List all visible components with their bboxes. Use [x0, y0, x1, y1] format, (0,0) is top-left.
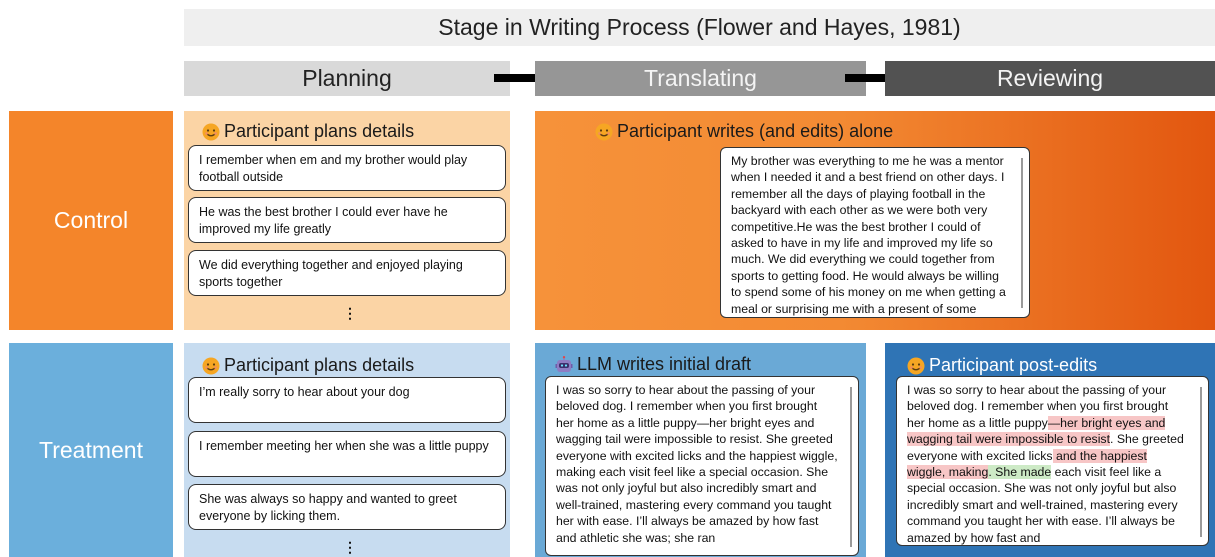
plan-detail-card: I’m really sorry to hear about your dog: [188, 377, 506, 423]
stage-translating: Translating: [535, 61, 866, 96]
panel-title: Participant plans details: [202, 121, 414, 142]
plan-detail-card: I remember when em and my brother would …: [188, 145, 506, 191]
panel-title: Participant writes (and edits) alone: [595, 121, 893, 142]
row-label-treatment: Treatment: [9, 343, 173, 557]
draft-text: I was so sorry to hear about the passing…: [556, 383, 838, 545]
row-label-control: Control: [9, 111, 173, 330]
smiling-face-icon: [202, 357, 220, 375]
scrollbar[interactable]: [1021, 158, 1023, 308]
plan-detail-card: We did everything together and enjoyed p…: [188, 250, 506, 296]
plan-detail-card: She was always so happy and wanted to gr…: [188, 484, 506, 530]
essay-textbox[interactable]: My brother was everything to me he was a…: [720, 147, 1030, 318]
scrollbar[interactable]: [850, 387, 852, 547]
stage-reviewing: Reviewing: [885, 61, 1215, 96]
panel-title: Participant plans details: [202, 355, 414, 376]
treatment-postedit-panel: Participant post-edits I was so sorry to…: [885, 343, 1215, 557]
treatment-planning-panel: Participant plans details I’m really sor…: [184, 343, 510, 557]
vertical-ellipsis-icon: ⋮: [343, 539, 357, 555]
plan-detail-card: He was the best brother I could ever hav…: [188, 197, 506, 243]
inserted-text-highlight: . She made: [988, 465, 1052, 480]
vertical-ellipsis-icon: ⋮: [343, 305, 357, 321]
panel-title: LLM writes initial draft: [555, 354, 751, 375]
stage-planning: Planning: [184, 61, 510, 96]
smiling-face-icon: [907, 357, 925, 375]
smiling-face-icon: [202, 123, 220, 141]
plan-detail-card: I remember meeting her when she was a li…: [188, 431, 506, 477]
postedit-text: I was so sorry to hear about the passing…: [907, 383, 1184, 545]
scrollbar[interactable]: [1200, 387, 1202, 537]
postedit-textbox[interactable]: I was so sorry to hear about the passing…: [896, 376, 1209, 546]
diagram-title: Stage in Writing Process (Flower and Hay…: [184, 9, 1215, 46]
control-planning-panel: Participant plans details I remember whe…: [184, 111, 510, 330]
control-writing-panel: Participant writes (and edits) alone My …: [535, 111, 1215, 330]
robot-icon: [555, 355, 573, 374]
treatment-llm-panel: LLM writes initial draft I was so sorry …: [535, 343, 866, 557]
panel-title: Participant post-edits: [907, 355, 1097, 376]
essay-text: My brother was everything to me he was a…: [731, 154, 1006, 316]
draft-textbox[interactable]: I was so sorry to hear about the passing…: [545, 376, 859, 556]
smiling-face-icon: [595, 123, 613, 141]
